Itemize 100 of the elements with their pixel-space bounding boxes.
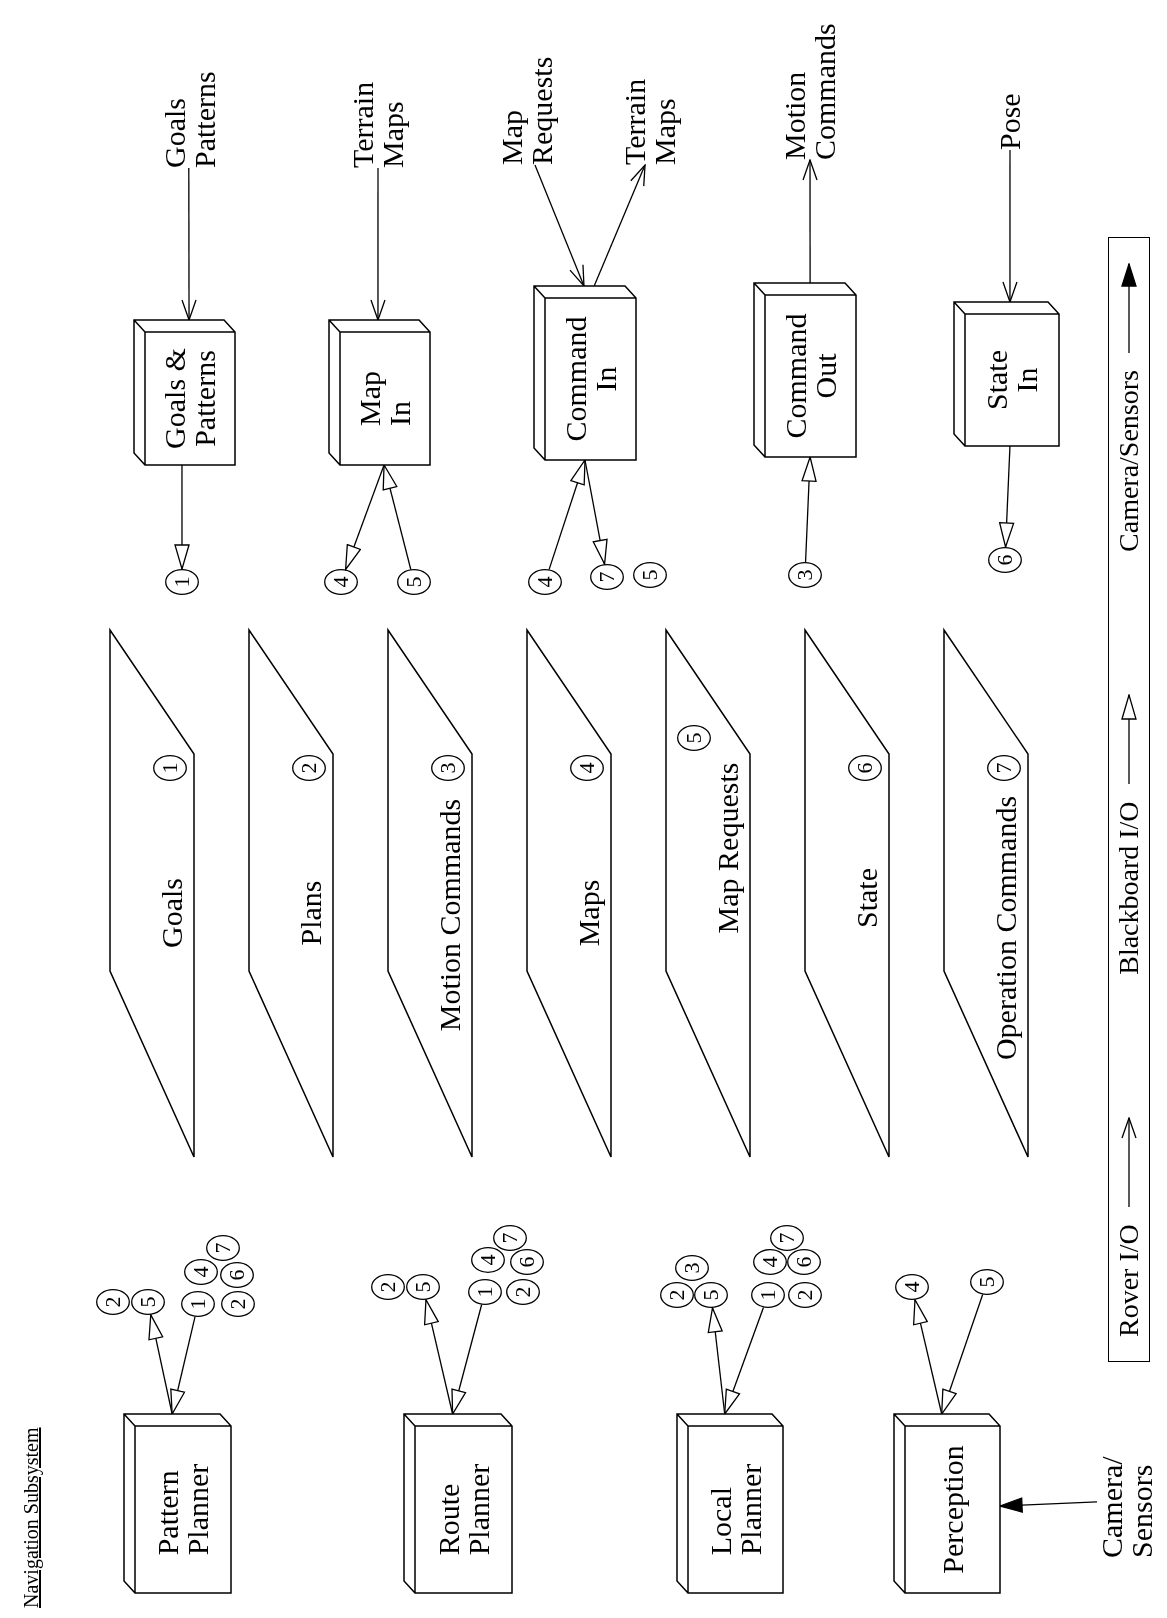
arrow: [370, 167, 386, 321]
numbered-circle: [165, 569, 199, 595]
numbered-circle: [570, 755, 604, 781]
circle-number: 7: [993, 762, 1015, 774]
numbered-circle: [675, 1255, 709, 1281]
numbered-circle: [471, 1247, 505, 1273]
blackboard-layer: [388, 630, 472, 1157]
circle-number: 7: [776, 1232, 798, 1244]
arrow: [999, 1497, 1098, 1513]
numbered-circle: [895, 1274, 929, 1300]
numbered-circle: [787, 1249, 821, 1275]
numbered-circle: [131, 1289, 165, 1315]
legend-label: Camera/Sensors: [1115, 370, 1143, 552]
numbered-circle: [324, 569, 358, 595]
numbered-circle: [590, 564, 624, 590]
process-box: [677, 1414, 783, 1593]
legend-label: Rover I/O: [1115, 1224, 1143, 1337]
numbered-circle: [371, 1274, 405, 1300]
layer-label: Motion Commands: [435, 798, 465, 1032]
circle-number: 5: [412, 1281, 434, 1293]
blackboard-layer: [249, 630, 333, 1157]
circle-number: 2: [512, 1286, 534, 1298]
arrow: [941, 1293, 984, 1415]
circle-number: 5: [137, 1296, 159, 1308]
numbered-circle: [468, 1279, 502, 1305]
circle-number: 2: [794, 1289, 816, 1301]
layer-label: Goals: [157, 878, 187, 948]
io-label: Map Requests: [497, 56, 557, 165]
layer-label: Maps: [574, 879, 604, 947]
circle-number: 7: [596, 571, 618, 583]
circle-number: 6: [516, 1256, 538, 1268]
circle-number: 7: [212, 1242, 234, 1254]
circle-number: 6: [854, 762, 876, 774]
process-box: [534, 286, 636, 460]
numbered-circle: [660, 1282, 694, 1308]
numbered-circle: [694, 1282, 728, 1308]
box-label: Command In: [560, 316, 621, 442]
arrow: [913, 1299, 943, 1415]
blackboard-layer: [805, 630, 889, 1157]
box-label: Command Out: [780, 313, 841, 439]
io-label: Motion Commands: [780, 23, 840, 160]
circle-number: 2: [298, 762, 320, 774]
box-label: Map In: [355, 371, 415, 426]
io-label: Camera/ Sensors: [1097, 1456, 1157, 1558]
numbered-circle: [220, 1262, 254, 1288]
circle-number: 6: [793, 1256, 815, 1268]
numbered-circle: [770, 1225, 804, 1251]
circle-number: 5: [700, 1289, 722, 1301]
layer-label: Map Requests: [713, 762, 743, 934]
numbered-circle: [753, 1249, 787, 1275]
arrow: [181, 167, 197, 321]
box-label: Pattern Planner: [153, 1463, 213, 1556]
process-box: [134, 320, 235, 465]
process-box: [894, 1414, 1000, 1593]
legend-label: Blackboard I/O: [1115, 801, 1143, 975]
arrow: [174, 464, 190, 570]
io-label: Goals Patterns: [160, 71, 220, 168]
arrow: [548, 459, 586, 571]
arrow: [801, 456, 817, 563]
circle-number: 2: [102, 1296, 124, 1308]
diagram-title: Navigation Subsystem: [20, 1427, 43, 1608]
box-label: State In: [982, 350, 1042, 410]
arrow: [451, 1304, 483, 1415]
circle-number: 5: [403, 576, 425, 588]
arrow: [1002, 149, 1018, 303]
circle-number: 2: [666, 1289, 688, 1301]
blackboard-layer: [110, 630, 194, 1157]
arrow: [382, 464, 412, 570]
arrow: [802, 159, 818, 284]
circle-number: 7: [499, 1232, 521, 1244]
layer-label: Plans: [296, 880, 326, 946]
circle-number: 2: [377, 1281, 399, 1293]
circle-number: 5: [639, 569, 661, 581]
numbered-circle: [96, 1289, 130, 1315]
circle-number: 5: [976, 1276, 998, 1288]
numbered-circle: [506, 1279, 540, 1305]
blackboard-layer: [944, 630, 1028, 1157]
numbered-circle: [397, 569, 431, 595]
numbered-circle: [493, 1225, 527, 1251]
numbered-circle: [987, 755, 1021, 781]
numbered-circle: [221, 1291, 255, 1317]
process-box: [124, 1414, 231, 1593]
numbered-circle: [848, 755, 882, 781]
circle-number: 6: [994, 554, 1016, 566]
layer-label: State: [852, 868, 882, 928]
blackboard-layer: [666, 630, 750, 1157]
circle-number: 2: [227, 1298, 249, 1310]
arrow: [998, 445, 1015, 548]
circle-number: 4: [901, 1281, 923, 1293]
arrow: [170, 1316, 196, 1415]
circle-number: 3: [681, 1262, 703, 1274]
circle-number: 6: [226, 1269, 248, 1281]
numbered-circle: [181, 1291, 215, 1317]
circle-number: 4: [190, 1266, 212, 1278]
numbered-circle: [988, 547, 1022, 573]
circle-number: 4: [477, 1254, 499, 1266]
numbered-circle: [184, 1259, 218, 1285]
arrow: [423, 1299, 454, 1415]
arrow: [534, 164, 585, 287]
box-label: Perception: [937, 1445, 968, 1574]
